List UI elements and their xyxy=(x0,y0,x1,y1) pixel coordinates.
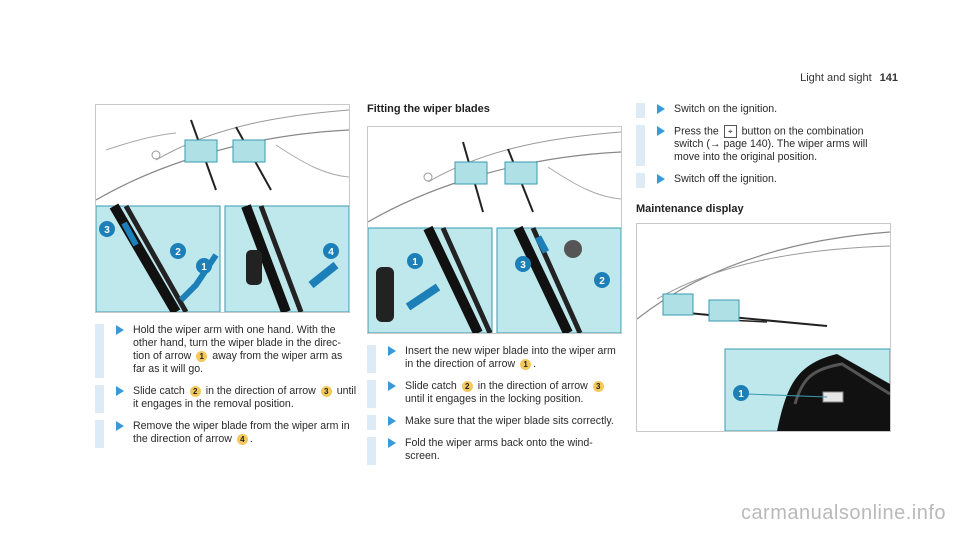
fig2-callout-3: 3 xyxy=(520,260,526,271)
step-1: Hold the wiper arm with one hand. With t… xyxy=(95,324,357,378)
step-arrow-icon xyxy=(657,126,665,136)
step-1: Switch on the ignition. xyxy=(636,103,891,118)
fig2-callout-1: 1 xyxy=(412,257,418,268)
step-1: Insert the new wiper blade into the wipe… xyxy=(367,345,622,373)
fig1-callout-2: 2 xyxy=(175,247,181,258)
fig1-callout-3: 3 xyxy=(104,225,110,236)
step-text: until it engages in the locking position… xyxy=(405,393,584,405)
step-text: Switch off the ignition. xyxy=(674,173,777,186)
step-text: away from the wiper arm as far as it wil… xyxy=(133,350,343,375)
step-text: button on the combination switch (→ page… xyxy=(674,125,868,164)
step-3: Make sure that the wiper blade sits corr… xyxy=(367,415,622,430)
step-text: . xyxy=(533,358,537,370)
callout-number: 1 xyxy=(196,350,208,362)
callout-number: 2 xyxy=(189,385,201,397)
page-number: 141 xyxy=(879,72,898,84)
section-title: Light and sight xyxy=(800,72,872,84)
fig1-callout-1: 1 xyxy=(201,262,207,273)
step-text: Slide catch xyxy=(133,385,188,397)
step-4: Fold the wiper arms back onto the wind- … xyxy=(367,437,622,465)
figure-wiper-fitting: 1 3 2 xyxy=(367,126,622,334)
step-text: Press the xyxy=(674,125,722,138)
step-arrow-icon xyxy=(116,325,124,335)
step-text: until it engages in the removal position… xyxy=(133,385,357,410)
step-text: Insert the new wiper blade into the wipe… xyxy=(405,345,616,370)
callout-number: 4 xyxy=(236,433,248,445)
step-text: Switch on the ignition. xyxy=(674,103,778,115)
wiper-button-icon: ⌖ xyxy=(723,125,737,138)
fig1-callout-4: 4 xyxy=(328,247,334,258)
column-1-steps: Hold the wiper arm with one hand. With t… xyxy=(95,324,357,455)
fig3-callout-1: 1 xyxy=(738,389,744,400)
step-text: Slide catch xyxy=(405,380,460,392)
step-arrow-icon xyxy=(388,346,396,356)
callout-number: 2 xyxy=(461,380,473,392)
step-arrow-icon xyxy=(116,386,124,396)
callout-number: 1 xyxy=(520,358,532,370)
step-text: in the direction of arrow xyxy=(202,385,319,397)
callout-number: 3 xyxy=(320,385,332,397)
step-arrow-icon xyxy=(116,421,124,431)
heading-fitting-wiper-blades: Fitting the wiper blades xyxy=(367,103,490,115)
figure-wiper-removal: 3 2 1 4 xyxy=(95,104,350,313)
step-text: Remove the wiper blade from the wiper ar… xyxy=(133,420,350,445)
fig2-callout-2: 2 xyxy=(599,276,605,287)
step-text: Fold the wiper arms back onto the wind- … xyxy=(405,437,593,462)
step-3: Remove the wiper blade from the wiper ar… xyxy=(95,420,357,448)
step-text: Make sure that the wiper blade sits corr… xyxy=(405,415,614,427)
step-2: Slide catch 2 in the direction of arrow … xyxy=(95,385,357,413)
step-arrow-icon xyxy=(657,104,665,114)
step-3: Switch off the ignition. xyxy=(636,173,891,189)
step-2: Slide catch 2 in the direction of arrow … xyxy=(367,380,622,408)
step-text: Hold the wiper arm with one hand. With t… xyxy=(133,324,341,362)
column-2-steps: Insert the new wiper blade into the wipe… xyxy=(367,345,622,472)
callout-number: 3 xyxy=(592,380,604,392)
step-arrow-icon xyxy=(388,381,396,391)
step-arrow-icon xyxy=(388,416,396,426)
step-arrow-icon xyxy=(657,174,665,185)
column-3-steps: Switch on the ignition. Press the ⌖ butt… xyxy=(636,103,891,195)
step-text: . xyxy=(249,433,253,445)
page-header: Light and sight 141 xyxy=(800,72,898,84)
heading-maintenance-display: Maintenance display xyxy=(636,203,744,215)
figure-maintenance-display: 1 xyxy=(636,223,891,432)
watermark: carmanualsonline.info xyxy=(740,502,946,524)
step-text: in the direction of arrow xyxy=(474,380,591,392)
step-arrow-icon xyxy=(388,438,396,448)
step-2: Press the ⌖ button on the combination sw… xyxy=(636,125,891,167)
